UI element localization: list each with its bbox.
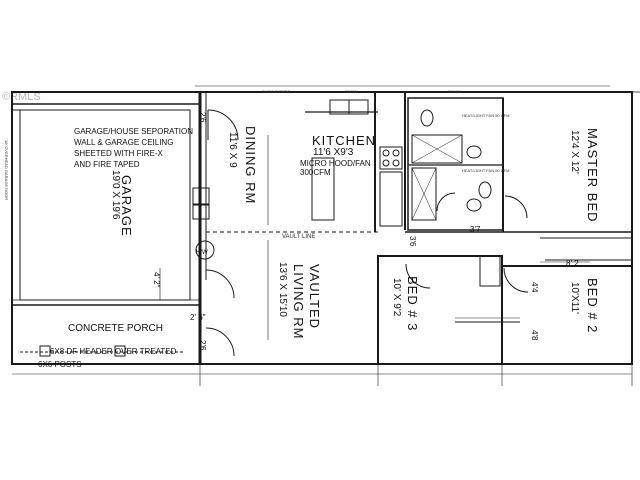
dining-label: DINING RM (242, 126, 258, 204)
bed2-name: BED # 2 (585, 278, 600, 334)
range (379, 146, 403, 170)
dining-name: DINING RM (243, 126, 258, 205)
cfm: 300CFM (300, 168, 331, 177)
refrigerator (379, 171, 403, 227)
kitchen-island (311, 157, 335, 221)
hw-label: H/W (196, 250, 208, 256)
bed3-dims: 10' X 9'2 (391, 278, 402, 317)
heat-light-2: HEAT/LIGHT FAN 90 CFM (462, 168, 510, 173)
garage-note-line-3: SHEETED WITH FIRE-X (74, 149, 163, 158)
door-swing-garage (205, 269, 235, 299)
dim-2-6-top-wrap: 2'6 (196, 112, 212, 122)
master-dims-wrap: 12'4 X 12' (568, 130, 584, 174)
left-side-note: 18' OVERHEAD GARAGE DOOR (4, 140, 9, 201)
bed2-walls (501, 265, 633, 365)
bed2-dims-wrap: 10'X11' (568, 282, 584, 314)
living-label-1: VAULTED (306, 264, 322, 329)
dim-4-2: 4' 2" (152, 272, 161, 288)
dim-2-6-top: 2'6 (198, 112, 207, 123)
dim-3-7: 3'7 (470, 225, 481, 234)
garage-note: GARAGE/HOUSE SEPORATION WALL & GARAGE CE… (74, 128, 193, 169)
dim-4-8: 4'8 (530, 330, 539, 341)
living-name1: VAULTED (307, 264, 322, 330)
shower-1 (411, 134, 463, 164)
sink-1 (466, 145, 482, 159)
porch-name: CONCRETE PORCH (68, 323, 164, 334)
dim-2-6-bot-wrap: 2'6 (196, 340, 212, 350)
door-swing-bath (436, 192, 456, 212)
bed3-dims-wrap: 10' X 9'2 (390, 278, 406, 316)
living-label-2: LIVING RM (290, 264, 306, 339)
bed3-name: BED # 3 (405, 276, 420, 332)
living-name2: LIVING RM (291, 264, 306, 340)
dim-4-8-wrap: 4'8 (528, 330, 544, 340)
dim-2-6-bot: 2'6 (198, 340, 207, 351)
dim-4-4: 4'4 (530, 282, 539, 293)
garage-dims-wrap: 19'0 X 19'6 (109, 170, 125, 219)
kitchen-name: KITCHEN (312, 133, 377, 148)
posts-note: 6X6 POSTS (38, 360, 82, 369)
door-swing-master (504, 195, 528, 219)
dim-4-4-wrap: 4'4 (528, 282, 544, 292)
door-swing-front (205, 327, 235, 357)
master-dims: 12'4 X 12' (569, 130, 580, 174)
patio-note: SLIDING PATIO (262, 89, 291, 94)
dim-8-2: 8' 2 (566, 259, 579, 268)
bed2-label: BED # 2 (584, 278, 600, 333)
sink-2 (466, 198, 482, 212)
post-right (114, 345, 126, 357)
water-heater (195, 240, 215, 260)
door-tag-top: 28X68L (345, 89, 359, 94)
bed3-label: BED # 3 (404, 276, 420, 331)
door-tag-top2: 36X68L (448, 89, 462, 94)
header-note: 6X8 DF HEADER OVER TREATED (50, 347, 177, 356)
dim-4-2-wrap: 4' 2" (150, 272, 166, 288)
master-label: MASTER BED (584, 128, 600, 223)
dining-dims: 11'6 X 9 (227, 132, 238, 168)
toilet-1 (420, 109, 434, 127)
door-swing-bed3 (405, 263, 431, 289)
dim-3-6-wrap: 3'6 (406, 236, 422, 246)
bed2-dims: 10'X11' (569, 282, 580, 314)
garage-note-line-4: AND FIRE TAPED (74, 160, 140, 169)
dining-dims-wrap: 11'6 X 9 (226, 132, 242, 168)
tub (411, 167, 437, 221)
living-dims: 13'6 X 15'10 (277, 262, 288, 317)
micro-hood: MICRO HOOD/FAN (300, 159, 371, 168)
dim-2-6-mid: 2' 6" (190, 313, 206, 322)
master-name: MASTER BED (585, 128, 600, 223)
outer-wall (11, 91, 633, 365)
vault-line-label: VAULT LINE (282, 234, 316, 240)
kitchen-dims: 11'6 X9'3 (313, 147, 354, 158)
garage-dims: 19'0 X 19'6 (110, 170, 121, 220)
garage-note-line-1: GARAGE/HOUSE SEPORATION (74, 127, 193, 136)
door-swing-bed2 (503, 267, 529, 293)
door-swing-dining (207, 109, 239, 141)
dim-3-6: 3'6 (408, 236, 417, 247)
heat-light-1: HEAT/LIGHT FAN 90 CFM (462, 113, 510, 118)
toilet-2 (478, 181, 492, 199)
garage-note-line-2: WALL & GARAGE CEILING (74, 138, 174, 147)
post-left (39, 345, 51, 357)
living-dims-wrap: 13'6 X 15'10 (276, 262, 292, 317)
